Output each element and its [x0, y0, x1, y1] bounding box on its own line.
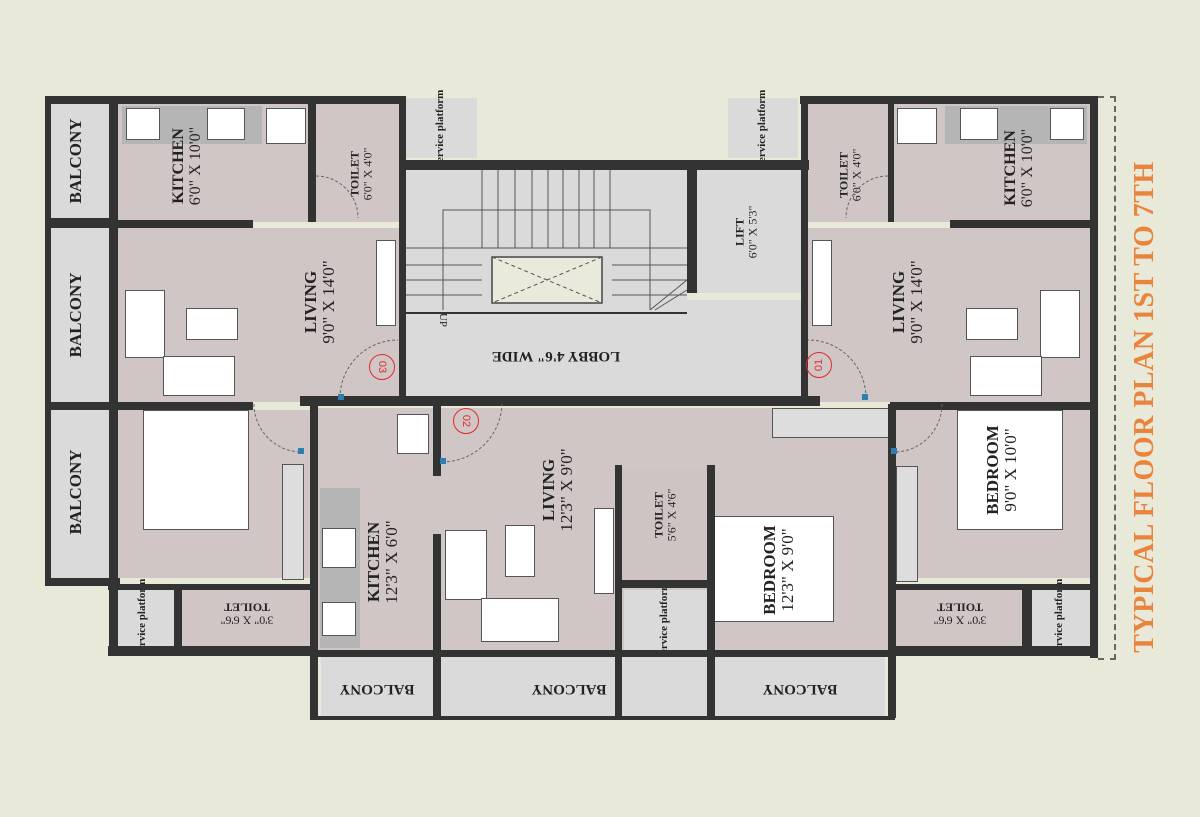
- service-platform-bottom-flat-01: [1032, 590, 1090, 646]
- fridge-icon: [266, 108, 306, 144]
- wall: [433, 650, 441, 720]
- stove-icon: [322, 528, 356, 568]
- wall: [45, 96, 51, 584]
- wall: [45, 402, 115, 410]
- wardrobe-icon: [772, 408, 890, 438]
- bed-icon: [714, 516, 834, 622]
- toilet-flat-02: [622, 468, 710, 580]
- wall: [310, 716, 895, 720]
- wall: [174, 584, 182, 654]
- door-number-badge: 02: [453, 408, 479, 434]
- balcony-bottom-3: [715, 657, 885, 717]
- wall: [308, 104, 316, 222]
- wall: [45, 218, 115, 228]
- wall: [300, 396, 820, 406]
- wall: [1090, 96, 1098, 658]
- wall: [45, 578, 120, 586]
- toilet-bottom-flat-03: [182, 590, 310, 646]
- door-number-badge: 01: [806, 352, 832, 378]
- coffee-table-icon: [186, 308, 238, 340]
- door-number-badge: 03: [369, 354, 395, 380]
- balcony-left-2: [47, 228, 109, 402]
- tv-unit-icon: [594, 508, 614, 594]
- wall: [108, 584, 316, 590]
- wall: [801, 96, 808, 396]
- wall: [687, 170, 697, 293]
- wall: [1022, 584, 1032, 654]
- coffee-table-icon: [966, 308, 1018, 340]
- sofa-icon: [163, 356, 235, 396]
- sofa-icon: [1040, 290, 1080, 358]
- wall: [433, 534, 441, 718]
- stove-icon: [207, 108, 245, 140]
- sink-icon: [322, 602, 356, 636]
- wall: [118, 220, 253, 228]
- fridge-icon: [397, 414, 429, 454]
- coffee-table-icon: [505, 525, 535, 577]
- balcony-left-1: [47, 104, 109, 218]
- service-platform-flat-02: [624, 590, 708, 650]
- wall: [888, 104, 894, 222]
- sofa-icon: [125, 290, 165, 358]
- balcony-bottom-1: [321, 657, 433, 717]
- wall: [310, 650, 895, 657]
- lift-shaft: [697, 170, 801, 293]
- wall: [950, 220, 1090, 228]
- wall: [615, 465, 622, 718]
- service-platform-bottom-flat-03: [112, 590, 174, 646]
- bed-icon: [143, 410, 249, 530]
- fridge-icon: [897, 108, 937, 144]
- wall: [888, 584, 1096, 590]
- sink-icon: [126, 108, 160, 140]
- bed-icon: [957, 410, 1063, 530]
- toilet-bottom-flat-01: [894, 590, 1022, 646]
- wall: [399, 160, 809, 170]
- wall: [399, 96, 406, 396]
- sofa-icon: [970, 356, 1042, 396]
- wall: [888, 646, 1096, 656]
- plan-boundary-dashed: [1098, 96, 1116, 660]
- sofa-icon: [481, 598, 559, 642]
- wall: [118, 402, 253, 410]
- wardrobe-icon: [282, 464, 304, 580]
- balcony-left-3: [47, 410, 109, 578]
- wall: [108, 646, 316, 656]
- wall: [707, 465, 715, 718]
- sofa-icon: [445, 530, 487, 600]
- lobby: [405, 300, 801, 396]
- wall: [433, 404, 441, 476]
- tv-unit-icon: [376, 240, 396, 326]
- wall: [890, 402, 1090, 410]
- wall: [615, 580, 710, 588]
- wall: [310, 404, 318, 718]
- stove-icon: [960, 108, 998, 140]
- toilet-top-flat-03: [316, 104, 399, 222]
- service-platform-top-flat-01: [728, 98, 798, 158]
- wall: [707, 650, 715, 720]
- wall: [888, 404, 896, 718]
- toilet-top-flat-01: [808, 104, 888, 222]
- sink-icon: [1050, 108, 1084, 140]
- wardrobe-icon: [896, 466, 918, 582]
- balcony-bottom-2: [441, 657, 707, 717]
- service-platform-top-flat-03: [405, 98, 477, 158]
- tv-unit-icon: [812, 240, 832, 326]
- wall: [109, 96, 118, 656]
- wall: [45, 96, 405, 104]
- wall: [800, 96, 1098, 104]
